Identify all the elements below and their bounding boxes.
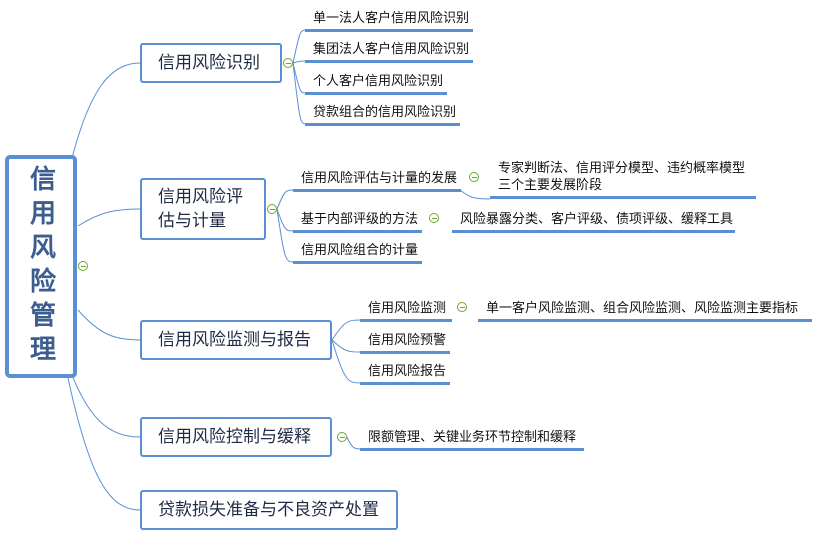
branch-credit-risk-identification[interactable]: 信用风险识别 [140, 43, 282, 83]
collapse-monitoring-icon[interactable] [457, 302, 467, 312]
leaf-portfolio-measurement[interactable]: 信用风险组合的计量 [293, 242, 423, 264]
leaf-monitoring[interactable]: 信用风险监测 [360, 300, 452, 322]
branch-control-mitigation[interactable]: 信用风险控制与缓释 [140, 417, 332, 457]
leaf-irb-detail[interactable]: 风险暴露分类、客户评级、债项评级、缓释工具 [452, 211, 735, 233]
leaf-monitoring-detail[interactable]: 单一客户风险监测、组合风险监测、风险监测主要指标 [478, 300, 812, 322]
branch-label: 信用风险识别 [158, 53, 260, 73]
branch-assessment-measurement[interactable]: 信用风险评估与计量 [140, 178, 266, 240]
branch-monitoring-reporting[interactable]: 信用风险监测与报告 [140, 320, 332, 360]
leaf-development-detail[interactable]: 专家判断法、信用评分模型、违约概率模型三个主要发展阶段 [490, 160, 756, 199]
detail-line-2: 三个主要发展阶段 [498, 178, 603, 193]
leaf-group-corporate[interactable]: 集团法人客户信用风险识别 [305, 41, 474, 63]
leaf-early-warning[interactable]: 信用风险预警 [360, 332, 451, 354]
collapse-branch-2-icon[interactable] [267, 204, 277, 214]
collapse-root-icon[interactable] [78, 261, 88, 271]
root-node[interactable]: 信用风险管理 [5, 155, 77, 378]
collapse-irb-icon[interactable] [429, 213, 439, 223]
leaf-single-corporate[interactable]: 单一法人客户信用风险识别 [305, 10, 474, 32]
branch-label: 贷款损失准备与不良资产处置 [158, 500, 379, 520]
leaf-irb-approach[interactable]: 基于内部评级的方法 [293, 211, 423, 233]
collapse-branch-4-icon[interactable] [337, 432, 347, 442]
collapse-branch-1-icon[interactable] [283, 58, 293, 68]
leaf-development[interactable]: 信用风险评估与计量的发展 [293, 170, 462, 192]
branch-loan-loss-provision[interactable]: 贷款损失准备与不良资产处置 [140, 490, 398, 530]
leaf-report[interactable]: 信用风险报告 [360, 363, 451, 385]
branch-label: 信用风险控制与缓释 [158, 427, 311, 447]
root-label: 信用风险管理 [25, 164, 56, 369]
branch-label: 信用风险监测与报告 [158, 330, 311, 350]
detail-line-1: 专家判断法、信用评分模型、违约概率模型 [498, 161, 746, 176]
collapse-development-icon[interactable] [469, 172, 479, 182]
leaf-loan-portfolio[interactable]: 贷款组合的信用风险识别 [305, 104, 461, 126]
branch-label: 信用风险评估与计量 [158, 187, 243, 231]
leaf-individual[interactable]: 个人客户信用风险识别 [305, 73, 448, 95]
leaf-limit-management[interactable]: 限额管理、关键业务环节控制和缓释 [360, 429, 584, 451]
